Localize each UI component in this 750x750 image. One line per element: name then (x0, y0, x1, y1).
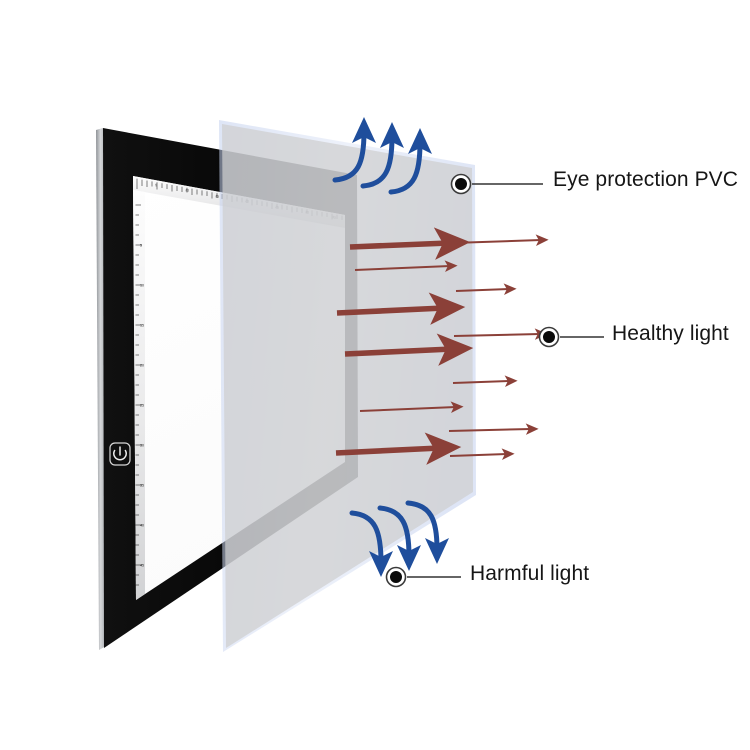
callout-label-harmful-light: Harmful light (470, 562, 590, 585)
power-button[interactable] (109, 442, 131, 466)
healthy-light-arrows (335, 227, 549, 465)
callout-label-eye-protection-pvc: Eye protection PVC (553, 168, 739, 191)
callout-leaders (385, 173, 605, 588)
svg-text:25: 25 (140, 404, 144, 408)
pvc-sheet (219, 120, 476, 652)
pvc-sheet-body (222, 124, 473, 648)
svg-text:40: 40 (140, 524, 144, 528)
svg-text:5: 5 (140, 244, 142, 248)
callout-harmful[interactable] (385, 566, 462, 588)
svg-text:45: 45 (140, 564, 144, 568)
svg-text:20: 20 (140, 364, 144, 368)
callout-label-healthy-light: Healthy light (612, 322, 729, 345)
svg-text:10: 10 (140, 284, 144, 288)
svg-text:35: 35 (140, 484, 144, 488)
svg-text:30: 30 (140, 444, 144, 448)
power-icon (113, 446, 127, 461)
harmful-light-arrows-top (332, 117, 432, 195)
svg-text:10: 10 (185, 188, 190, 193)
callout-pvc[interactable] (450, 173, 544, 195)
svg-text:5: 5 (155, 183, 158, 187)
callout-healthy[interactable] (538, 326, 605, 348)
harmful-light-arrows-bottom (349, 500, 449, 577)
svg-text:15: 15 (215, 194, 220, 199)
svg-text:15: 15 (140, 324, 144, 328)
